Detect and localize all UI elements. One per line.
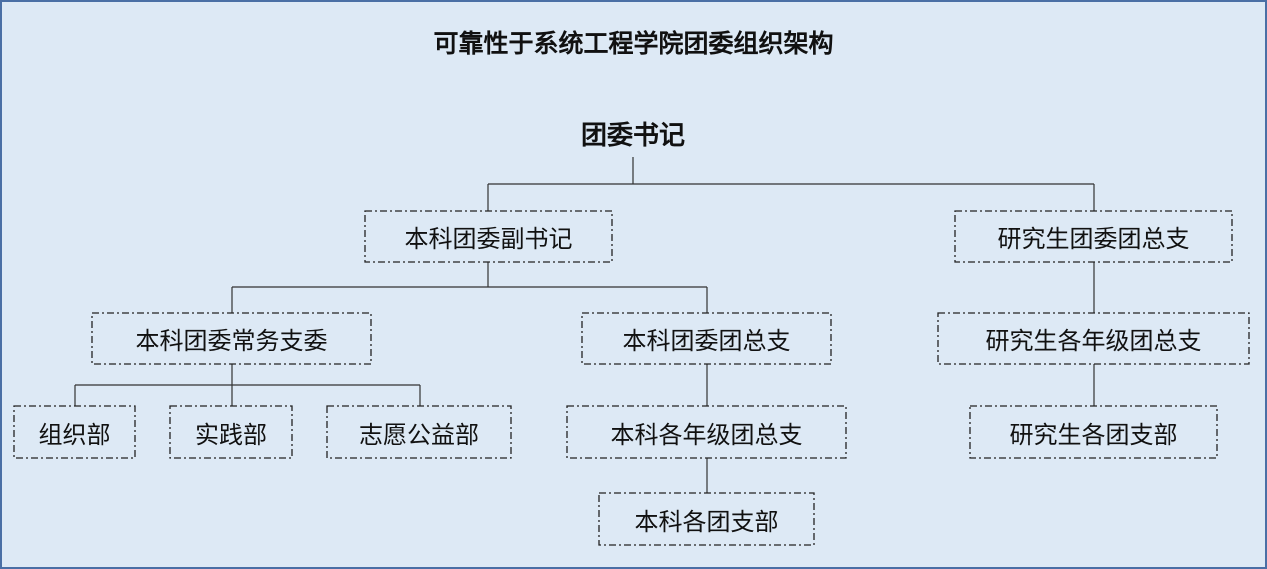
connector [231, 262, 708, 313]
box-outline [581, 312, 832, 365]
box-outline [364, 210, 613, 263]
node-grad-general-branch: 研究生团委团总支 [997, 225, 1190, 253]
node-root: 团委书记 [580, 120, 685, 151]
node-undergrad-standing: 本科团委常务支委 [135, 327, 328, 355]
box-outline [91, 312, 372, 365]
box-outline [969, 405, 1218, 459]
connector [487, 157, 1095, 211]
box-outline [937, 312, 1250, 365]
node-grad-grade-branches: 研究生各年级团总支 [985, 327, 1202, 355]
node-undergrad-grade-branches: 本科各年级团总支 [610, 420, 803, 449]
node-grad-branches: 研究生各团支部 [1009, 420, 1178, 449]
node-practice-dept: 实践部 [195, 420, 267, 449]
box-outline [169, 405, 293, 459]
node-organization-dept: 组织部 [38, 420, 111, 449]
box-outline [13, 405, 136, 459]
node-undergrad-general-branch: 本科团委团总支 [622, 327, 791, 355]
node-undergrad-deputy: 本科团委副书记 [404, 225, 573, 253]
node-volunteer-dept: 志愿公益部 [359, 420, 479, 449]
box-outline [326, 405, 512, 459]
connector [74, 364, 421, 406]
box-outline [566, 405, 847, 459]
box-outline [954, 210, 1233, 263]
diagram-title: 可靠性于系统工程学院团委组织架构 [433, 29, 834, 58]
node-undergrad-branches: 本科各团支部 [634, 507, 779, 536]
box-outline [598, 492, 815, 546]
